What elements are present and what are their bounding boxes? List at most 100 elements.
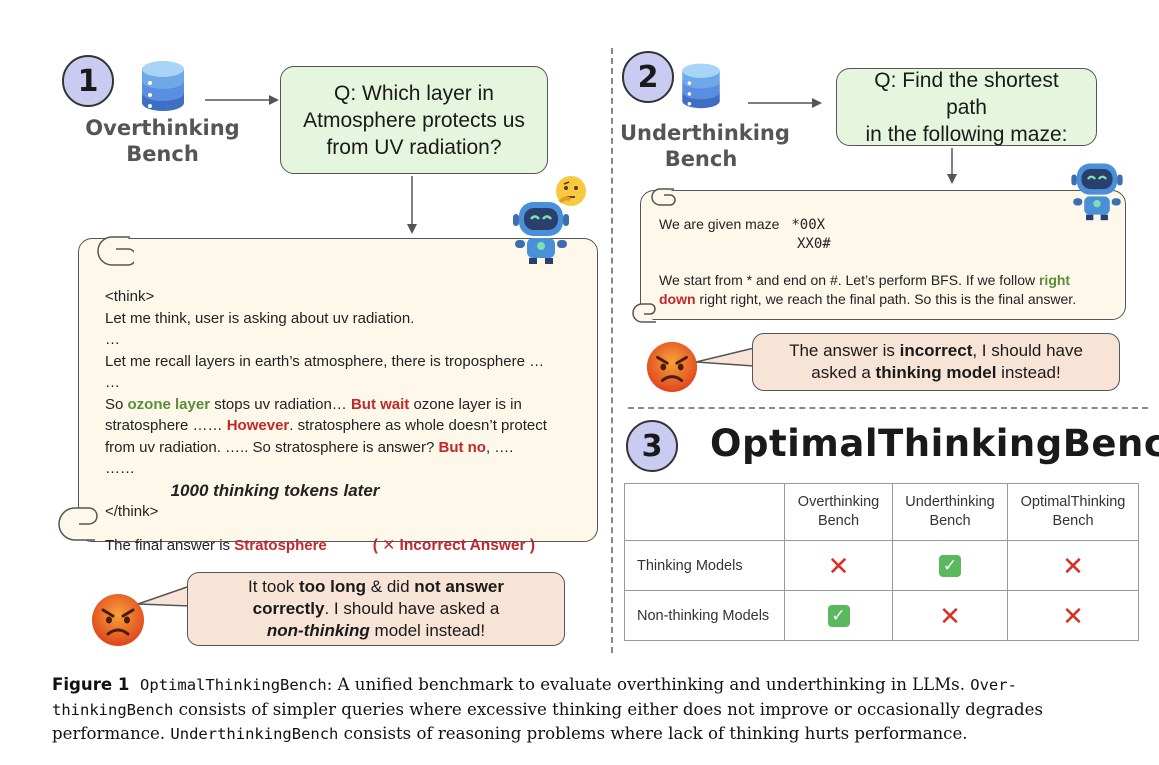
result-cell: ✕ [1007, 540, 1139, 591]
panel3-number: 3 [626, 420, 678, 472]
maze-row1: *00X [791, 217, 826, 233]
caption-line: thinkingBench consists of simpler querie… [52, 698, 1152, 723]
result-cell: ✕ [784, 540, 893, 591]
panel2-question-box: Q: Find the shortest path in the followi… [836, 68, 1097, 146]
speech-line: correctly. I should have asked a [188, 598, 564, 620]
text: OptimalThinking [1020, 494, 1126, 510]
text: consists of reasoning problems where lac… [338, 724, 968, 743]
text: correctly [252, 599, 325, 618]
robot-icon [1071, 163, 1123, 221]
overthinking-bench-label: Overthinking Bench [85, 115, 240, 167]
reasoning-ellipsis: … [105, 331, 120, 348]
reasoning-line: down right right, we reach the final pat… [659, 290, 1121, 309]
panel2-reasoning-scroll [640, 190, 1126, 320]
text: & did [366, 577, 415, 596]
text: ozone layer is in [409, 395, 522, 413]
cross-mark-icon: ✕ [827, 550, 850, 581]
bench-label-line1: Overthinking [85, 116, 240, 140]
final-answer-value: Stratosphere [234, 536, 327, 554]
down-highlight: down [659, 291, 696, 307]
result-cell: ✕ [1007, 590, 1139, 641]
database-icon [682, 63, 720, 109]
text: Underthinking [905, 494, 995, 510]
panel2-number: 2 [622, 51, 674, 103]
arrow-icon [407, 176, 417, 234]
check-mark-icon: ✓ [939, 554, 961, 577]
panel1-question-box: Q: Which layer in Atmosphere protects us… [280, 66, 548, 174]
figure-label: Figure 1 [52, 675, 130, 694]
text: UnderthinkingBench [170, 725, 339, 743]
figure-caption: Figure 1 OptimalThinkingBench: A unified… [52, 673, 1152, 747]
panel2-reasoning-text: We are given maze*00X XX0# We start from… [659, 215, 1121, 309]
maze-row2: XX0# [797, 236, 831, 252]
reasoning-line: Let me recall layers in earth’s atmosphe… [105, 352, 545, 370]
question-line: from UV radiation? [326, 135, 502, 159]
text: The answer is [789, 341, 900, 360]
text: performance. [52, 724, 171, 743]
reasoning-line: stratosphere …… However. stratosphere as… [105, 415, 575, 437]
angry-face-icon [92, 594, 144, 646]
caption-line: Figure 1 OptimalThinkingBench: A unified… [52, 673, 1152, 698]
scroll-curl-bottom [58, 507, 98, 541]
robot-icon [513, 202, 569, 264]
speech-line: It took too long & did not answer [188, 576, 564, 598]
text: asked a [811, 363, 876, 382]
horizontal-divider [628, 407, 1148, 409]
text: . stratosphere as whole doesn’t protect [289, 417, 547, 434]
scroll-curl-top [97, 236, 134, 266]
table-row: Non-thinking Models ✓ ✕ ✕ [624, 590, 1139, 641]
maze-intro-line: We are given maze*00X [659, 215, 1121, 235]
text: incorrect [899, 341, 973, 360]
reasoning-ellipsis: … [105, 374, 120, 391]
thinking-face-icon [556, 176, 586, 206]
underthinking-bench-label: Underthinking Bench [620, 120, 790, 172]
bench-label-line2: Bench [126, 142, 199, 166]
text: too long [299, 577, 367, 596]
scroll-curl-bottom [632, 303, 656, 323]
but-wait-highlight: But wait [350, 395, 410, 413]
bench-label-line2: Bench [664, 147, 738, 171]
text: model instead! [369, 621, 486, 640]
text: thinkingBench [52, 700, 174, 719]
speech-tail [137, 585, 191, 607]
speech-line: asked a thinking model instead! [753, 362, 1119, 384]
final-answer-line: The final answer is Stratosphere ( ✕ Inco… [105, 535, 575, 557]
text: It took [247, 577, 300, 596]
question-line: Atmosphere protects us [303, 108, 525, 132]
panel1-speech-bubble: It took too long & did not answer correc… [187, 572, 565, 646]
reasoning-ellipsis: …… [105, 460, 135, 477]
ozone-layer-highlight: ozone layer [127, 395, 211, 413]
cross-mark-icon: ✕ [939, 600, 961, 631]
result-cell: ✕ [892, 590, 1008, 641]
check-mark-icon: ✓ [827, 604, 850, 627]
however-highlight: However [226, 417, 290, 434]
cross-mark-icon: ✕ [1062, 550, 1084, 581]
panel2-speech-bubble: The answer is incorrect, I should have a… [752, 333, 1120, 391]
table-corner-cell [624, 483, 785, 541]
reasoning-line: We start from * and end on #. Let’s perf… [659, 271, 1121, 290]
text: non-thinking [266, 621, 370, 640]
text: consists of simpler queries where excess… [173, 699, 1043, 719]
speech-line: The answer is incorrect, I should have [753, 340, 1119, 362]
text: from uv radiation. ….. So stratosphere i… [105, 438, 439, 456]
text: thinking model [875, 363, 997, 382]
database-icon [142, 61, 184, 111]
text: not answer [414, 577, 504, 596]
bench-label-line1: Underthinking [620, 121, 790, 145]
text: We start from * and end on #. Let’s perf… [659, 272, 1039, 288]
arrow-icon [748, 98, 822, 108]
panel1-reasoning-text: <think> Let me think, user is asking abo… [105, 286, 575, 556]
reasoning-line: So ozone layer stops uv radiation… But w… [105, 394, 575, 416]
right-highlight: right [1038, 272, 1071, 288]
reasoning-line: from uv radiation. ….. So stratosphere i… [105, 437, 575, 459]
incorrect-answer-verdict: ( ✕ Incorrect Answer ) [372, 536, 536, 554]
scroll-curl-top [651, 188, 676, 206]
table-row: Thinking Models ✕ ✓ ✕ [624, 540, 1139, 591]
text: The final answer is [105, 536, 235, 554]
text: , I should have [972, 341, 1083, 360]
text: Bench [817, 513, 860, 529]
